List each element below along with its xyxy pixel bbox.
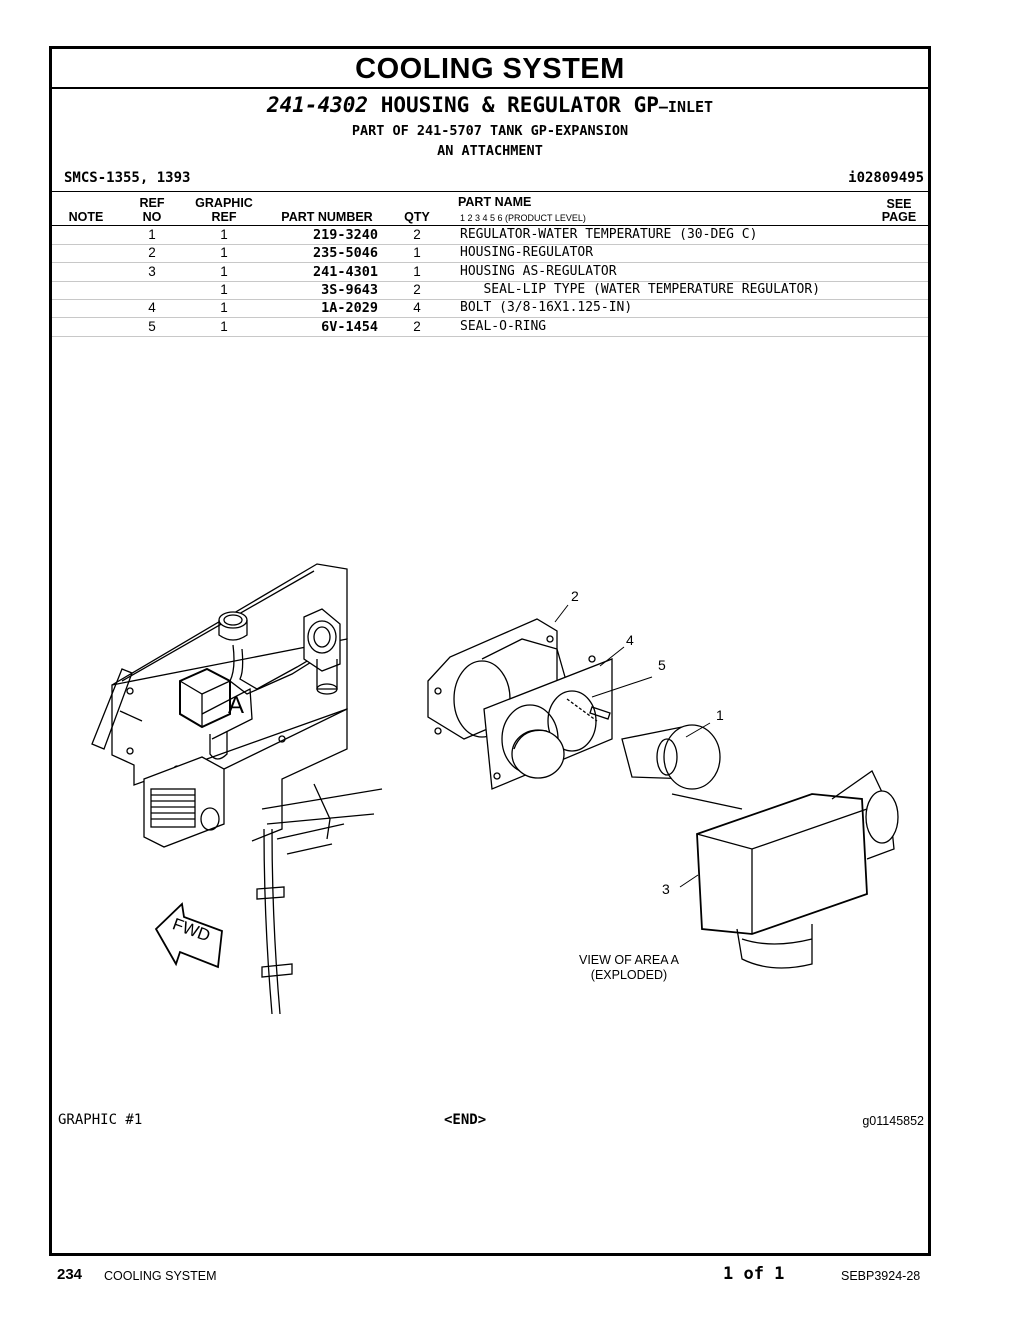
- part-number: 6V-1454: [321, 318, 378, 335]
- table-row: 1 1 219-3240 2 REGULATOR-WATER TEMPERATURE (…: [52, 226, 928, 245]
- ref-no: 5: [148, 318, 156, 334]
- view-caption-line-2: (EXPLODED): [591, 968, 667, 982]
- ref-no: 4: [148, 300, 156, 316]
- part-name: SEAL-LIP TYPE (WATER TEMPERATURE REGULAT…: [460, 281, 821, 297]
- col-see-top: SEE: [886, 197, 912, 211]
- ref-no: 1: [148, 227, 156, 242]
- smcs-code: SMCS-1355, 1393: [64, 170, 191, 186]
- part-number: 241-4301: [312, 263, 378, 280]
- graphic-label: GRAPHIC #1: [58, 1112, 143, 1128]
- footer-section: COOLING SYSTEM: [104, 1269, 217, 1283]
- quantity: 1: [413, 245, 421, 261]
- table-row: 3 1 241-4301 1 HOUSING AS-REGULATOR: [52, 263, 928, 282]
- col-ref-bottom: NO: [142, 210, 162, 224]
- part-name: HOUSING-REGULATOR: [460, 245, 594, 261]
- part-number: 1A-2029: [321, 300, 378, 317]
- callout-4: 4: [626, 632, 634, 648]
- graphic-ref: 1: [220, 281, 228, 297]
- callout-3: 3: [662, 881, 670, 897]
- end-marker: <END>: [444, 1112, 487, 1128]
- col-qty: QTY: [404, 210, 430, 224]
- callout-2: 2: [571, 588, 579, 604]
- group-name: HOUSING & REGULATOR GP: [380, 93, 659, 117]
- ref-no: 2: [148, 245, 156, 261]
- view-caption-line-1: VIEW OF AREA A: [579, 953, 680, 967]
- table-header-rule: [52, 225, 928, 226]
- part-name: SEAL-O-RING: [460, 318, 547, 334]
- quantity: 1: [413, 263, 421, 279]
- parts-illustration: A FWD 2 4 5 1 3 VIEW OF AREA A (EXPLODED…: [91, 563, 899, 1015]
- graphic-ref: 1: [220, 300, 228, 316]
- section-title: COOLING SYSTEM: [52, 49, 928, 89]
- col-part-name: PART NAME: [458, 195, 532, 209]
- product-levels: 1 2 3 4 5 6 (PRODUCT LEVEL): [460, 213, 586, 223]
- table-row: 4 1 1A-2029 4 BOLT (3/8-16X1.125-IN): [52, 299, 928, 319]
- part-name: REGULATOR-WATER TEMPERATURE (30-DEG C): [460, 227, 758, 242]
- footer-document: SEBP3924-28: [841, 1269, 921, 1283]
- table-row: 2 1 235-5046 1 HOUSING-REGULATOR: [52, 244, 928, 264]
- quantity: 2: [413, 227, 421, 242]
- quantity: 2: [413, 281, 421, 297]
- col-note: NOTE: [68, 210, 104, 224]
- regulator-housing-exploded: [427, 618, 899, 969]
- quantity: 2: [413, 318, 421, 334]
- group-title: 241-4302 HOUSING & REGULATOR GP—INLET: [52, 93, 928, 117]
- part-name: HOUSING AS-REGULATOR: [460, 263, 617, 279]
- group-suffix: —INLET: [658, 98, 714, 116]
- callout-1: 1: [716, 707, 724, 723]
- graphic-ref: 1: [220, 263, 228, 279]
- parts-page-frame: COOLING SYSTEM 241-4302 HOUSING & REGULA…: [49, 46, 931, 1256]
- footer-page-of: 1 of 1: [723, 1264, 785, 1284]
- graphic-ref: 1: [220, 318, 228, 334]
- col-part-number: PART NUMBER: [281, 210, 373, 224]
- part-number: 219-3240: [312, 227, 378, 243]
- quantity: 4: [413, 300, 421, 316]
- table-row: 1 3S-9643 2 SEAL-LIP TYPE (WATER TEMPERATU…: [52, 281, 928, 300]
- col-see-bottom: PAGE: [881, 210, 917, 224]
- footer-page-number: 234: [57, 1266, 83, 1283]
- document-id: i02809495: [848, 170, 924, 186]
- col-graphic-top: GRAPHIC: [195, 196, 253, 210]
- part-number: 3S-9643: [321, 281, 378, 298]
- group-number: 241-4302: [266, 93, 369, 117]
- part-number: 235-5046: [312, 245, 378, 262]
- col-graphic-bottom: REF: [211, 210, 237, 224]
- attachment-line: AN ATTACHMENT: [437, 143, 543, 159]
- detail-letter: A: [228, 692, 244, 719]
- part-name: BOLT (3/8-16X1.125-IN): [460, 300, 633, 316]
- part-of-line: PART OF 241-5707 TANK GP-EXPANSION: [351, 123, 629, 139]
- graphic-ref: 1: [220, 227, 228, 242]
- leader-lines: [554, 604, 711, 888]
- table-top-rule: [52, 191, 928, 192]
- ref-no: 3: [148, 263, 156, 279]
- graphic-number: g01145852: [862, 1114, 924, 1128]
- expansion-tank-assembly: [91, 563, 383, 1015]
- callout-5: 5: [658, 657, 666, 673]
- graphic-ref: 1: [220, 245, 228, 261]
- col-ref-top: REF: [139, 196, 165, 210]
- table-row: 5 1 6V-1454 2 SEAL-O-RING: [52, 318, 928, 337]
- fwd-arrow: [154, 902, 223, 969]
